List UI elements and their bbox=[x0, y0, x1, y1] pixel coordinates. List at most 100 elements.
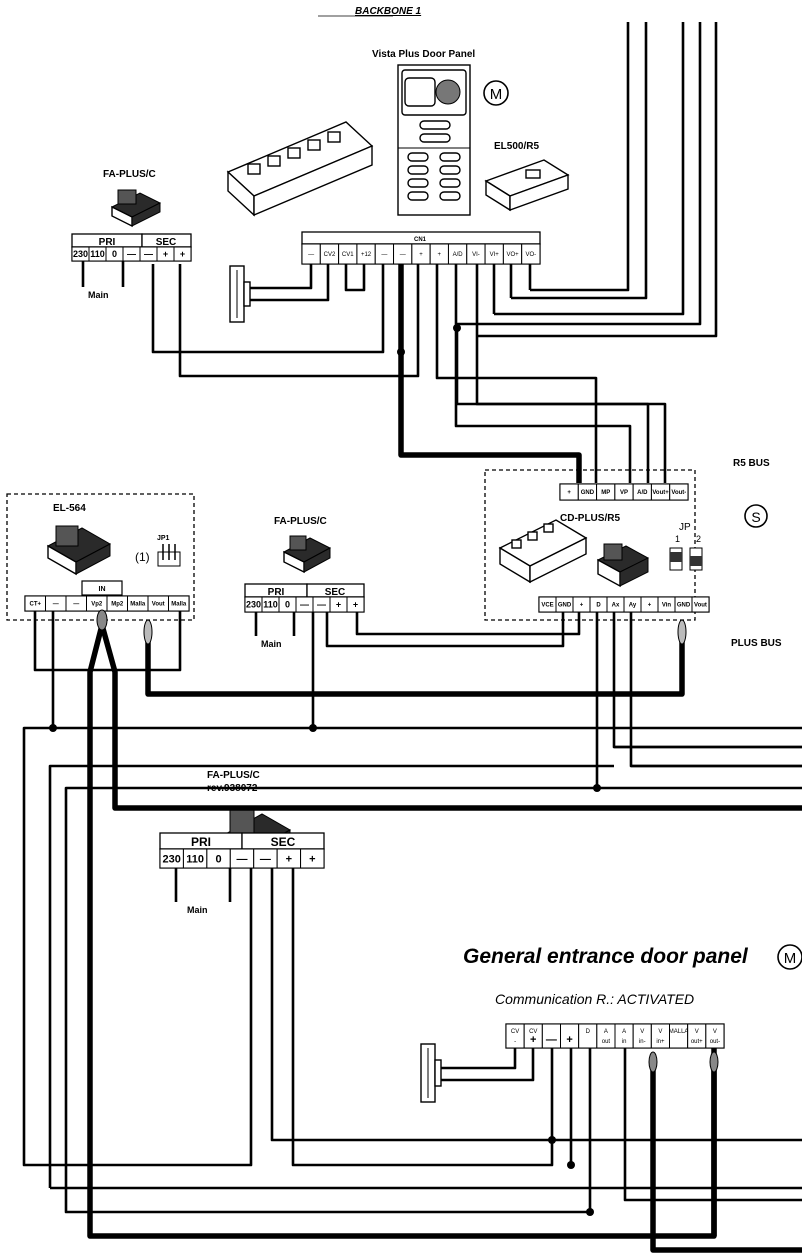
terminal-label: V bbox=[695, 1029, 699, 1035]
m-badge: M bbox=[490, 86, 503, 103]
terminal-label: CV1 bbox=[342, 252, 354, 258]
terminal-label: — bbox=[53, 602, 59, 608]
terminal-label: VO+ bbox=[506, 252, 519, 258]
door-lock-bottom bbox=[420, 1043, 442, 1103]
terminal-label: 0 bbox=[112, 249, 117, 259]
terminal-label: + bbox=[163, 249, 168, 259]
terminal-label: VI+ bbox=[490, 252, 500, 258]
note-label: (1) bbox=[135, 550, 150, 564]
terminal-label: 0 bbox=[285, 600, 290, 610]
terminal-label: Malla bbox=[171, 602, 187, 608]
fa-mid-sec: SEC bbox=[325, 587, 346, 598]
terminal-label: MALLA bbox=[669, 1029, 689, 1035]
terminal-label: A bbox=[622, 1029, 626, 1035]
el564-device bbox=[46, 525, 112, 576]
fa-bot-main: Main bbox=[187, 905, 208, 915]
door-panel-device bbox=[397, 64, 471, 216]
terminal-label: + bbox=[286, 853, 292, 865]
junction-dot bbox=[397, 348, 405, 356]
fa-top-main: Main bbox=[88, 290, 109, 300]
terminal-label: + bbox=[567, 490, 571, 496]
jp-pos-1: 1 bbox=[675, 534, 680, 544]
terminal-label: D bbox=[596, 603, 601, 609]
terminal-cell bbox=[669, 483, 689, 501]
jp-pos-2: 2 bbox=[696, 534, 701, 544]
backbone-title: BACKBONE 1 bbox=[355, 6, 422, 17]
fa-top-pri: PRI bbox=[99, 237, 116, 248]
terminal-label: — bbox=[144, 249, 153, 259]
button-module-device bbox=[226, 121, 374, 217]
terminal-label: + bbox=[566, 1034, 572, 1046]
fa-plus-top-title: FA-PLUS/C bbox=[103, 169, 156, 180]
terminal-label: V bbox=[640, 1029, 644, 1035]
terminal-label: Vout+ bbox=[652, 490, 669, 496]
terminal-label: in- bbox=[639, 1039, 646, 1045]
terminal-label: — bbox=[381, 252, 387, 258]
terminal-label: out+ bbox=[691, 1039, 703, 1045]
cn1-label: CN1 bbox=[414, 237, 427, 243]
terminal-label: Vin bbox=[662, 603, 672, 609]
coax-twist bbox=[96, 609, 719, 1073]
terminal-label: out bbox=[602, 1039, 611, 1045]
m-badge-circle bbox=[483, 80, 509, 106]
terminal-label: — bbox=[546, 1034, 557, 1046]
terminal-label: + bbox=[309, 853, 315, 865]
terminal-label: 110 bbox=[186, 853, 204, 865]
terminal-label: + bbox=[336, 600, 341, 610]
plus-bus-label: PLUS BUS bbox=[731, 638, 782, 649]
terminal-label: CV bbox=[511, 1029, 519, 1035]
terminal-label: — bbox=[308, 252, 314, 258]
terminal-label: + bbox=[353, 600, 358, 610]
terminal-cell bbox=[173, 246, 192, 262]
terminal-label: Mp2 bbox=[111, 602, 124, 608]
terminal-label: + bbox=[438, 252, 442, 258]
terminal-label: — bbox=[127, 249, 136, 259]
terminal-label: — bbox=[237, 853, 248, 865]
fa-bot-pri: PRI bbox=[191, 835, 211, 849]
comm-status: Communication R.: ACTIVATED bbox=[495, 991, 694, 1007]
terminal-label: VP bbox=[620, 490, 628, 496]
terminal-label: Vout bbox=[152, 602, 165, 608]
cd-plus-box bbox=[484, 469, 696, 621]
terminal-label: + bbox=[419, 252, 423, 258]
backbone-lines bbox=[457, 22, 718, 338]
terminal-label: + bbox=[530, 1034, 536, 1046]
jp1-label: JP1 bbox=[157, 535, 170, 542]
fa-plus-bottom-title: FA-PLUS/C bbox=[207, 770, 260, 781]
terminal-label: A bbox=[604, 1029, 608, 1035]
cd-plus-device bbox=[596, 543, 650, 588]
door-lock-top bbox=[229, 265, 251, 323]
terminal-label: GND bbox=[558, 603, 572, 609]
terminal-label: V bbox=[658, 1029, 662, 1035]
terminal-cell bbox=[669, 1023, 689, 1049]
bus-wiring bbox=[22, 611, 802, 1253]
general-panel-wires bbox=[441, 1048, 535, 1082]
terminal-label: - bbox=[514, 1039, 516, 1045]
r5-bus-label: R5 BUS bbox=[733, 458, 770, 469]
terminal-label: in bbox=[622, 1039, 627, 1045]
terminal-label: A/D bbox=[453, 252, 464, 258]
terminal-cell bbox=[578, 1023, 598, 1049]
s-badge: S bbox=[751, 509, 760, 525]
cn1-wires bbox=[151, 264, 667, 483]
terminal-label: CT+ bbox=[29, 602, 41, 608]
terminal-label: D bbox=[586, 1029, 591, 1035]
fa-mid-pri: PRI bbox=[268, 587, 285, 598]
terminal-label: Malla bbox=[130, 602, 146, 608]
terminal-label: + bbox=[580, 603, 584, 609]
terminal-label: out- bbox=[710, 1039, 720, 1045]
terminal-label: GND bbox=[677, 603, 691, 609]
terminal-cell bbox=[346, 596, 365, 613]
general-panel-badge: M bbox=[784, 950, 797, 967]
fa-plus-mid-title: FA-PLUS/C bbox=[274, 516, 327, 527]
terminal-label: VO- bbox=[526, 252, 537, 258]
m-badge-circle bbox=[777, 944, 802, 970]
